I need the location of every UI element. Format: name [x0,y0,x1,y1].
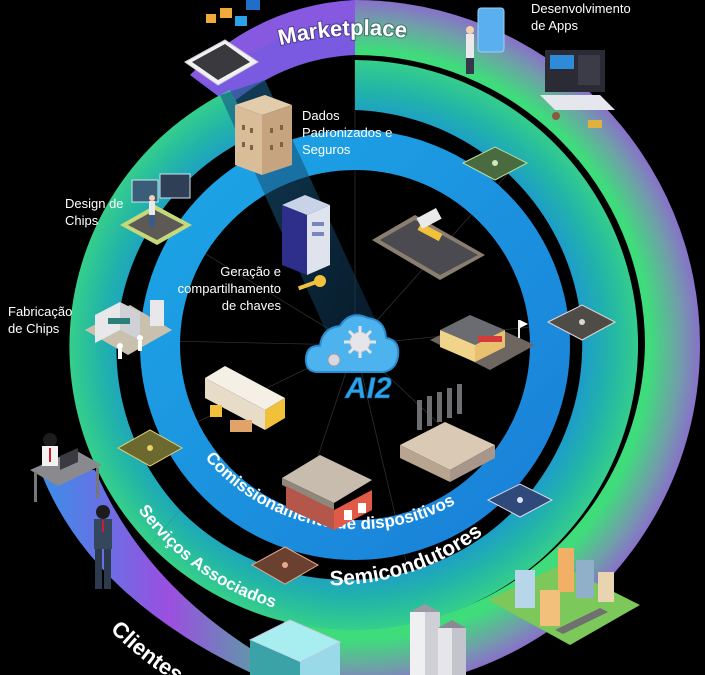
microchip-icon [461,146,529,181]
inner-ring [140,130,570,560]
factory-icon [400,384,495,482]
callout-geracao-chaves: Geração e compartilhamento de chaves [177,264,281,313]
outer-ring-top [355,0,700,345]
smart-road-icon [372,208,485,280]
microchip-icon [250,546,320,585]
skyscraper-icon [410,604,466,675]
server-icon [282,195,330,275]
callout-dados-padronizados: Dados Padronizados e Seguros [302,108,393,157]
chip-design-icon [120,173,192,245]
chip-factory-icon [85,300,172,359]
castle-tower-icon [235,95,292,175]
key-icon [297,275,326,291]
cloud-vault-icon [304,314,400,373]
delivery-truck-icon [205,366,285,432]
callout-desenvolvimento-apps: Desenvolvimento de Apps [531,1,631,33]
store-icon [430,315,535,370]
callout-design-chips: Design de Chips [65,196,124,228]
microchip-icon [486,483,554,518]
app-developers-icon [466,7,615,128]
ai2-logo: AI2 [344,372,392,405]
warehouse-icon [282,455,372,530]
tablet-icon [184,0,260,86]
microchip-icon [116,429,184,467]
callout-fabricacao-chips: Fabricação de Chips [8,304,73,336]
office-worker-icon [30,433,102,502]
microchip-icon [546,304,617,341]
middle-ring [150,60,639,630]
city-block-icon [488,548,640,645]
businessman-icon [94,505,112,589]
office-building-icon [248,619,342,675]
middle-ring-left [69,90,256,545]
